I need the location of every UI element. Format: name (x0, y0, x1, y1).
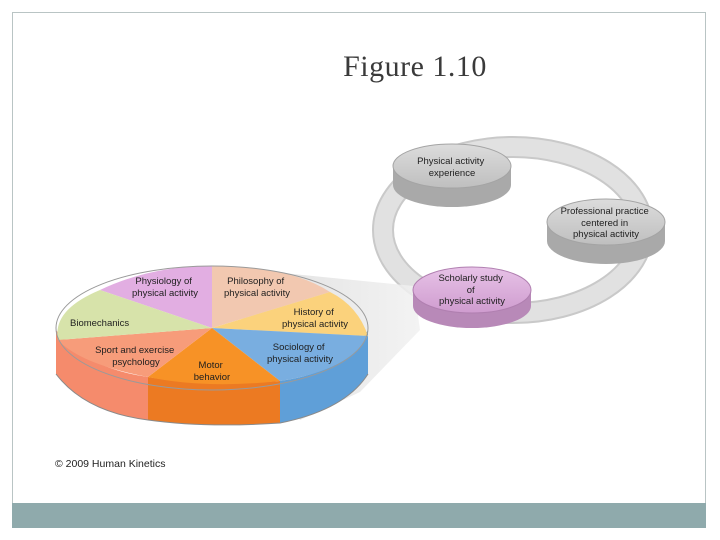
pie-label-line: physical activity (224, 288, 290, 299)
pie-segment-philosophy (212, 266, 330, 328)
pie-segment-motor-behavior (148, 328, 280, 385)
pie-side-sociology (280, 330, 368, 423)
pie-segment-physiology (100, 266, 212, 328)
pie-label-line: History of (294, 307, 334, 318)
pie-label-line: physical activity (267, 354, 333, 365)
svg-text:Scholarly study of: Scholarly study of physical activity (438, 273, 505, 307)
node-label-line: of (467, 285, 475, 296)
pie-outline (55, 265, 369, 391)
pie-side-edge (55, 373, 369, 426)
svg-text:Professional practice ce: Professional practice centered in physic… (561, 206, 652, 240)
pie-label-line: psychology (112, 357, 160, 368)
pie-labels: Physiology of physical activity Philosop… (70, 276, 348, 383)
pie-label-line: Motor (199, 360, 223, 371)
node-physical-activity-experience: Physical activity experience (392, 143, 512, 207)
pie-label-line: Sport and exercise (95, 345, 174, 356)
node-scholarly-study: Scholarly study of physical activity (412, 266, 532, 328)
pie-label-line: Sociology of (273, 342, 325, 353)
pie-label-line: Physiology of (135, 276, 192, 287)
pie-label-history: History of physical activity (282, 307, 348, 330)
pie-label-physiology: Physiology of physical activity (132, 276, 198, 299)
node-professional-practice: Professional practice centered in physic… (546, 198, 666, 264)
pie-label-line: physical activity (132, 288, 198, 299)
copyright-notice: © 2009 Human Kinetics (55, 458, 166, 470)
node-label-line: physical activity (439, 296, 505, 307)
pie-label-line: Philosophy of (227, 276, 284, 287)
slide-title: Figure 1.10 (343, 50, 487, 83)
pie-label-sociology: Sociology of physical activity (267, 342, 333, 365)
pie-side-motor-behavior (148, 377, 280, 425)
pie-segment-sport-psychology (58, 328, 212, 377)
pie-label-line: physical activity (282, 319, 348, 330)
node-label-line: centered in (581, 218, 628, 229)
node-label-line: Professional practice (561, 206, 649, 217)
slide-frame (12, 12, 706, 528)
node-label-line: Scholarly study (438, 273, 503, 284)
pie-segment-history (212, 292, 368, 336)
pie-label-line: Biomechanics (70, 318, 129, 329)
pie-label-line: behavior (194, 372, 230, 383)
node-label-line: Physical activity (417, 156, 484, 167)
pie-top (55, 265, 369, 391)
bottom-bar (12, 503, 706, 528)
pie-label-sport-psychology: Sport and exercise psychology (95, 345, 177, 368)
node-label-line: experience (429, 168, 475, 179)
node-label-line: physical activity (573, 229, 639, 240)
pie-label-motor-behavior: Motor behavior (194, 360, 230, 383)
pie-segment-sociology (212, 328, 368, 381)
pie-label-philosophy: Philosophy of physical activity (224, 276, 290, 299)
pie-label-biomechanics: Biomechanics (70, 318, 129, 329)
svg-text:Physical activity experi: Physical activity experience (417, 156, 487, 179)
pie-segment-biomechanics (57, 290, 213, 340)
